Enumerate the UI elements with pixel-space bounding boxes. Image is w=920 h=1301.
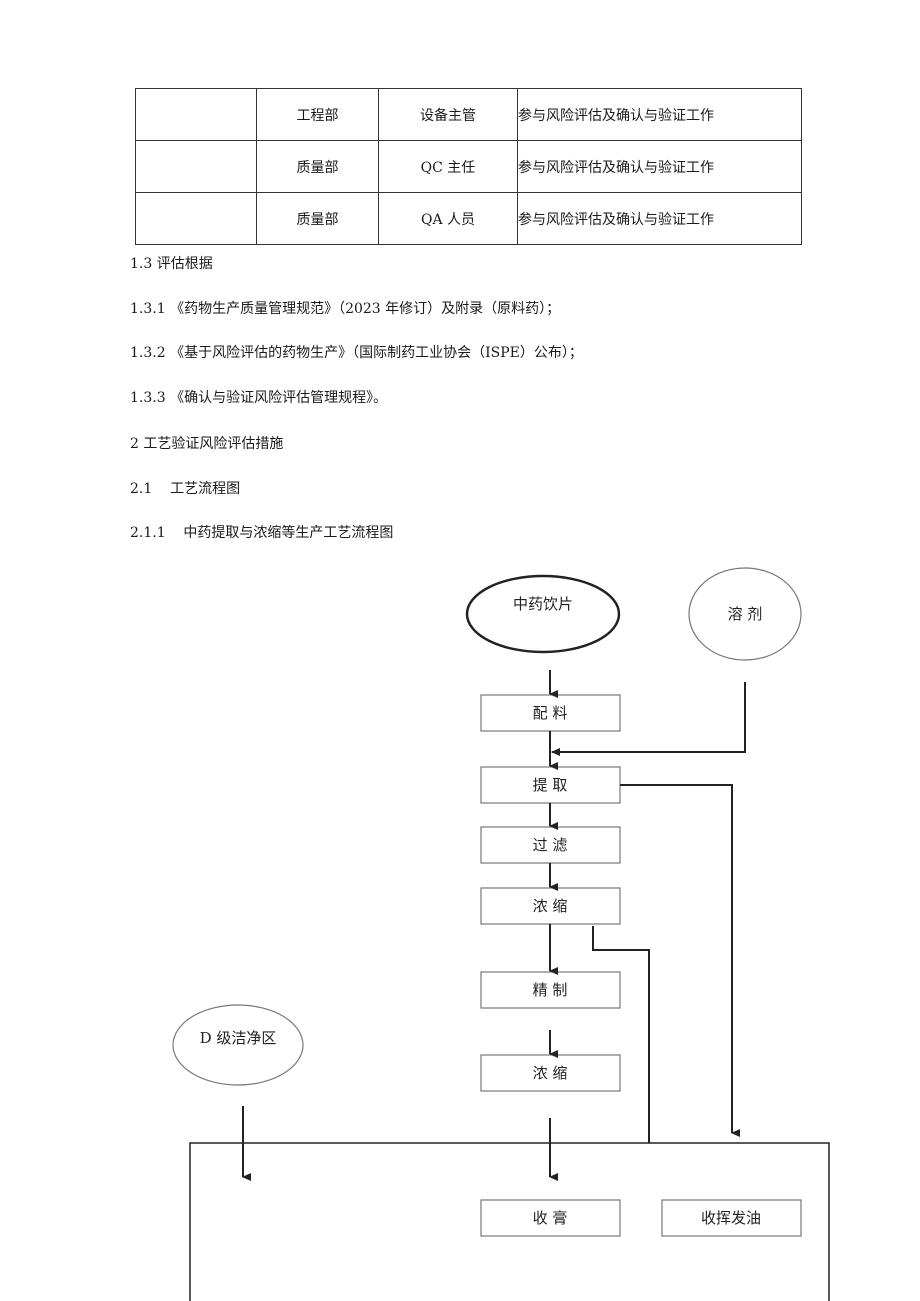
reference-item-1-3-3: 1.3.3 《确认与验证风险评估管理规程》。 — [130, 390, 388, 406]
concentration-2-label: 浓 缩 — [533, 1064, 568, 1082]
paste-collection-step: 收 膏 — [480, 1199, 621, 1237]
paste-collection-label: 收 膏 — [533, 1209, 568, 1227]
refining-label: 精 制 — [533, 981, 568, 999]
table-cell-role: QA 人员 — [378, 192, 518, 245]
clean-zone-d-label: D 级洁净区 — [200, 1029, 277, 1047]
extraction-label: 提 取 — [533, 776, 568, 794]
concentration-step-2: 浓 缩 — [480, 1054, 621, 1092]
clean-zone-boundary — [189, 1142, 830, 1301]
table-row: 质量部 QA 人员 参与风险评估及确认与验证工作 — [135, 192, 802, 245]
table-cell-duty: 参与风险评估及确认与验证工作 — [517, 88, 802, 141]
compounding-step: 配 料 — [480, 694, 621, 732]
roles-table: 工程部 设备主管 参与风险评估及确认与验证工作 质量部 QC 主任 参与风险评估… — [135, 88, 802, 245]
refining-step: 精 制 — [480, 971, 621, 1009]
volatile-oil-step: 收挥发油 — [661, 1199, 802, 1237]
concentration-1-label: 浓 缩 — [533, 897, 568, 915]
concentration-step-1: 浓 缩 — [480, 887, 621, 925]
volatile-oil-label: 收挥发油 — [701, 1209, 761, 1227]
clean-zone-d-node: D 级洁净区 — [172, 1004, 304, 1086]
concentration-side-line — [592, 926, 650, 1143]
section-heading-2: 2 工艺验证风险评估措施 — [130, 436, 284, 452]
filtration-step: 过 滤 — [480, 826, 621, 864]
section-heading-2-1-1: 2.1.1 中药提取与浓缩等生产工艺流程图 — [130, 525, 394, 541]
volatile-oil-line — [620, 784, 740, 1137]
flow-connectors — [242, 670, 746, 1181]
filtration-label: 过 滤 — [533, 836, 568, 854]
section-heading-2-1: 2.1 工艺流程图 — [130, 481, 241, 497]
table-row: 质量部 QC 主任 参与风险评估及确认与验证工作 — [135, 140, 802, 193]
herbal-pieces-node: 中药饮片 — [465, 574, 621, 654]
solvent-feed-line — [551, 682, 746, 756]
solvent-node: 溶 剂 — [688, 567, 802, 661]
reference-item-1-3-1: 1.3.1 《药物生产质量管理规范》（2023 年修订）及附录（原料药）； — [130, 301, 561, 317]
table-cell-dept: 质量部 — [256, 192, 379, 245]
section-heading-1-3: 1.3 评估根据 — [130, 256, 213, 272]
solvent-label: 溶 剂 — [728, 605, 763, 623]
table-cell-dept: 质量部 — [256, 140, 379, 193]
table-cell-duty: 参与风险评估及确认与验证工作 — [517, 192, 802, 245]
herbal-pieces-label: 中药饮片 — [513, 595, 573, 613]
table-cell-duty: 参与风险评估及确认与验证工作 — [517, 140, 802, 193]
extraction-step: 提 取 — [480, 766, 621, 804]
compounding-label: 配 料 — [533, 704, 568, 722]
reference-item-1-3-2: 1.3.2 《基于风险评估的药物生产》（国际制药工业协会（ISPE）公布）； — [130, 345, 583, 361]
table-cell-empty — [135, 192, 257, 245]
